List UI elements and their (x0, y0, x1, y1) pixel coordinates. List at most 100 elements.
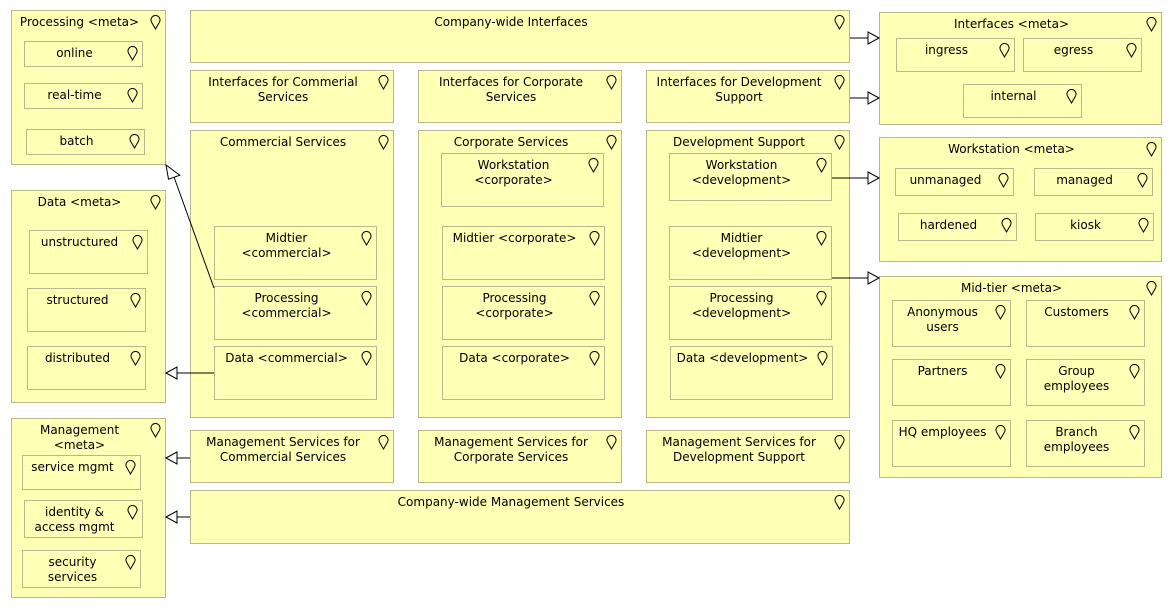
interfaces-commercial-node[interactable]: Interfaces for Commerial Services (190, 70, 394, 123)
online-node[interactable]: online (24, 41, 143, 67)
batch-node[interactable]: batch (26, 129, 145, 155)
group-employees-node[interactable]: Group employees (1026, 359, 1145, 406)
hq-employees-label: HQ employees (898, 425, 987, 439)
location-pin-icon (127, 505, 138, 520)
company-interfaces-node[interactable]: Company-wide Interfaces (190, 10, 850, 63)
realtime-node[interactable]: real-time (24, 83, 143, 109)
processing-corporate-label: Processing <corporate> (475, 291, 554, 320)
workstation-development-node[interactable]: Workstation <development> (669, 153, 832, 201)
anonymous-users-label: Anonymous users (907, 305, 978, 334)
unmanaged-node[interactable]: unmanaged (895, 168, 1014, 196)
location-pin-icon (1129, 364, 1140, 379)
branch-employees-node[interactable]: Branch employees (1026, 420, 1145, 467)
location-pin-icon (1146, 142, 1157, 157)
security-services-node[interactable]: security services (22, 550, 141, 588)
location-pin-icon (998, 173, 1009, 188)
identity-access-mgmt-node[interactable]: identity & access mgmt (24, 500, 143, 538)
workstation-corporate-node[interactable]: Workstation <corporate> (441, 153, 604, 207)
mgmt-development-node[interactable]: Management Services for Development Supp… (646, 430, 850, 483)
service-mgmt-node[interactable]: service mgmt (22, 455, 141, 490)
company-mgmt-node[interactable]: Company-wide Management Services (190, 490, 850, 544)
location-pin-icon (816, 291, 827, 306)
internal-node[interactable]: internal (963, 84, 1082, 118)
data-development-node[interactable]: Data <development> (670, 346, 833, 400)
location-pin-icon (150, 15, 161, 30)
location-pin-icon (127, 46, 138, 61)
location-pin-icon (816, 231, 827, 246)
location-pin-icon (606, 435, 617, 450)
interfaces-development-label: Interfaces for Development Support (656, 75, 822, 104)
midtier-corporate-node[interactable]: Midtier <corporate> (442, 226, 605, 280)
security-services-label: security services (47, 555, 98, 584)
online-label: online (56, 46, 93, 60)
location-pin-icon (378, 435, 389, 450)
mgmt-corporate-node[interactable]: Management Services for Corporate Servic… (418, 430, 622, 483)
location-pin-icon (378, 135, 389, 150)
partners-node[interactable]: Partners (892, 359, 1011, 406)
ingress-node[interactable]: ingress (896, 38, 1015, 72)
kiosk-node[interactable]: kiosk (1035, 213, 1154, 241)
location-pin-icon (995, 305, 1006, 320)
anonymous-users-node[interactable]: Anonymous users (892, 300, 1011, 347)
location-pin-icon (589, 231, 600, 246)
midtier-development-node[interactable]: Midtier <development> (669, 226, 832, 280)
processing-corporate-node[interactable]: Processing <corporate> (442, 286, 605, 340)
midtier-commercial-node[interactable]: Midtier <commercial> (214, 226, 377, 280)
location-pin-icon (995, 364, 1006, 379)
managed-node[interactable]: managed (1034, 168, 1153, 196)
interfaces-development-node[interactable]: Interfaces for Development Support (646, 70, 850, 123)
location-pin-icon (361, 231, 372, 246)
location-pin-icon (817, 351, 828, 366)
location-pin-icon (129, 134, 140, 149)
location-pin-icon (816, 158, 827, 173)
workstation-meta-node[interactable]: Workstation <meta> (879, 137, 1162, 262)
mgmt-commercial-node[interactable]: Management Services for Commercial Servi… (190, 430, 394, 483)
development-support-label: Development Support (672, 135, 806, 149)
processing-commercial-node[interactable]: Processing <commercial> (214, 286, 377, 340)
mgmt-corporate-label: Management Services for Corporate Servic… (434, 435, 588, 464)
location-pin-icon (1146, 17, 1157, 32)
unstructured-node[interactable]: unstructured (29, 230, 148, 274)
internal-label: internal (990, 89, 1037, 103)
egress-node[interactable]: egress (1023, 38, 1142, 72)
location-pin-icon (361, 291, 372, 306)
midtier-development-label: Midtier <development> (691, 231, 792, 260)
mgmt-development-label: Management Services for Development Supp… (662, 435, 816, 464)
structured-node[interactable]: structured (27, 288, 146, 332)
location-pin-icon (834, 135, 845, 150)
workstation-meta-label: Workstation <meta> (948, 142, 1075, 156)
interfaces-corporate-node[interactable]: Interfaces for Corporate Services (418, 70, 622, 123)
location-pin-icon (1126, 43, 1137, 58)
location-pin-icon (130, 293, 141, 308)
arrowhead (164, 451, 178, 465)
hardened-node[interactable]: hardened (898, 213, 1017, 241)
location-pin-icon (378, 75, 389, 90)
structured-label: structured (46, 293, 109, 307)
company-interfaces-label: Company-wide Interfaces (434, 15, 588, 29)
unmanaged-label: unmanaged (909, 173, 982, 187)
location-pin-icon (589, 291, 600, 306)
location-pin-icon (1066, 89, 1077, 104)
commercial-services-label: Commercial Services (219, 135, 347, 149)
ingress-label: ingress (924, 43, 969, 57)
midtier-commercial-label: Midtier <commercial> (241, 231, 332, 260)
location-pin-icon (1001, 218, 1012, 233)
processing-development-node[interactable]: Processing <development> (669, 286, 832, 340)
location-pin-icon (588, 158, 599, 173)
corporate-services-label: Corporate Services (453, 135, 569, 149)
distributed-node[interactable]: distributed (27, 346, 146, 390)
location-pin-icon (150, 423, 161, 438)
data-commercial-label: Data <commercial> (225, 351, 348, 365)
company-mgmt-label: Company-wide Management Services (397, 495, 625, 509)
data-corporate-node[interactable]: Data <corporate> (442, 346, 605, 400)
location-pin-icon (150, 195, 161, 210)
customers-node[interactable]: Customers (1026, 300, 1145, 347)
data-commercial-node[interactable]: Data <commercial> (214, 346, 377, 400)
location-pin-icon (834, 75, 845, 90)
location-pin-icon (1137, 173, 1148, 188)
data-meta-label: Data <meta> (37, 195, 122, 209)
workstation-development-label: Workstation <development> (691, 158, 792, 187)
interfaces-corporate-label: Interfaces for Corporate Services (438, 75, 584, 104)
hq-employees-node[interactable]: HQ employees (892, 420, 1011, 467)
branch-employees-label: Branch employees (1043, 425, 1110, 454)
